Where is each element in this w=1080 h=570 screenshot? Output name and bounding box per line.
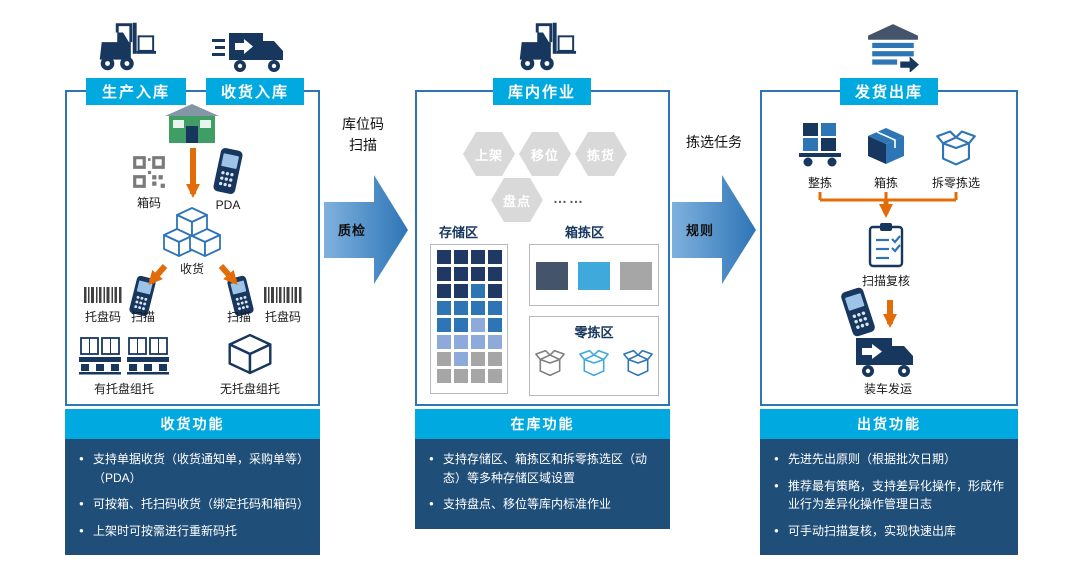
scan-right-label: 扫描 [226, 310, 251, 324]
whole-pick-label: 整拣 [807, 176, 832, 190]
warehouse-footer-title: 在库功能 [415, 409, 670, 439]
outbound-panel: 整拣 箱拣 拆零拣选 扫描复核 装车发运 [760, 90, 1018, 406]
scan-left-label: 扫描 [130, 310, 155, 324]
box-pick-swatch [536, 262, 568, 290]
piece-pick-label: 拆零拣选 [931, 176, 980, 190]
tab-warehouse-operations: 库内作业 [493, 78, 591, 105]
box-pick-zone-box [529, 244, 659, 306]
warehouse-panel: 上架 移位 拣货 盘点 …… 存储区 箱拣区 零拣区 [415, 90, 670, 406]
quality-check-label: 质检 [337, 223, 366, 238]
inbound-feature-list: 支持单据收货（收货通知单，采购单等）（PDA） 可按箱、托扫码收货（绑定托码和箱… [65, 439, 320, 556]
pda-label: PDA [215, 198, 241, 212]
piece-pick-zone-box: 零拣区 [529, 316, 659, 396]
hexagon-stocktaking: 盘点 [491, 178, 543, 222]
inbound-panel: 箱码 PDA 收货 托盘码 扫描 扫描 托盘码 有托盘组托 无托盘组托 [65, 90, 320, 406]
storage-rack-grid [431, 245, 507, 388]
box-pick-swatch [578, 262, 610, 290]
hexagon-picking: 拣货 [575, 132, 627, 176]
outbound-flow-lines [818, 192, 958, 328]
box-code-label: 箱码 [136, 196, 161, 210]
tab-outbound: 发货出库 [840, 78, 938, 105]
inbound-flow-arrows [148, 148, 238, 286]
more-operations-ellipsis: …… [553, 190, 585, 206]
feature-item: 可按箱、托扫码收货（绑定托码和箱码） [79, 495, 309, 514]
rules-label: 规则 [685, 223, 714, 238]
open-box-icon [578, 348, 610, 378]
feature-item: 支持存储区、箱拣区和拆零拣选区（动态）等多种存储区域设置 [429, 450, 658, 487]
outbound-footer: 出货功能 先进先出原则（根据批次日期） 推荐最有策略，支持差异化操作，形成作业行… [760, 409, 1018, 556]
loading-dispatch-label: 装车发运 [863, 382, 912, 396]
open-box-icon [622, 348, 654, 378]
forklift-icon [92, 20, 158, 74]
pallet-code-right-label: 托盘码 [264, 310, 301, 324]
box-pick-zone-label: 箱拣区 [565, 225, 605, 240]
warehouse-feature-list: 支持存储区、箱拣区和拆零拣选区（动态）等多种存储区域设置 支持盘点、移位等库内标… [415, 439, 670, 529]
picking-task-label: 拣选任务 [686, 134, 742, 150]
open-box-icon [534, 348, 566, 378]
location-scan-label: 库位码 扫描 [342, 116, 384, 153]
inbound-footer-title: 收货功能 [65, 409, 320, 439]
inbound-truck-icon [212, 28, 288, 74]
outbound-feature-list: 先进先出原则（根据批次日期） 推荐最有策略，支持差异化操作，形成作业行为差异化操… [760, 439, 1018, 556]
inbound-footer: 收货功能 支持单据收货（收货通知单，采购单等）（PDA） 可按箱、托扫码收货（绑… [65, 409, 320, 556]
outbound-footer-title: 出货功能 [760, 409, 1018, 439]
quality-check-arrow: 质检 [324, 172, 409, 287]
feature-item: 支持盘点、移位等库内标准作业 [429, 495, 658, 514]
feature-item: 支持单据收货（收货通知单，采购单等）（PDA） [79, 450, 308, 487]
feature-item: 推荐最有策略，支持差异化操作，形成作业行为差异化操作管理日志 [774, 477, 1006, 514]
storage-zone-label: 存储区 [439, 225, 479, 240]
feature-item: 上架时可按需进行重新码托 [79, 522, 308, 541]
pallet-code-left-label: 托盘码 [84, 310, 121, 324]
warehouse-footer: 在库功能 支持存储区、箱拣区和拆零拣选区（动态）等多种存储区域设置 支持盘点、移… [415, 409, 670, 529]
tab-production-inbound: 生产入库 [86, 78, 186, 105]
box-pick-swatches [530, 262, 658, 290]
without-pallet-label: 无托盘组托 [219, 382, 280, 396]
scan-review-label: 扫描复核 [861, 274, 910, 288]
rules-arrow: 规则 [672, 172, 757, 287]
feature-item: 先进先出原则（根据批次日期） [774, 450, 1006, 469]
hexagon-shelving: 上架 [463, 132, 515, 176]
with-pallet-label: 有托盘组托 [93, 382, 154, 396]
receive-label: 收货 [179, 262, 204, 276]
piece-pick-cubes [530, 348, 658, 378]
hexagon-relocation: 移位 [519, 132, 571, 176]
warehouse-export-icon [866, 22, 920, 72]
piece-pick-zone-label: 零拣区 [574, 325, 614, 340]
feature-item: 可手动扫描复核，实现快速出库 [774, 522, 1006, 541]
box-pick-label: 箱拣 [873, 176, 898, 190]
box-pick-swatch [620, 262, 652, 290]
warehouse-forklift-icon [512, 20, 578, 74]
tab-receiving-inbound: 收货入库 [206, 78, 304, 105]
storage-zone-box [430, 244, 508, 394]
